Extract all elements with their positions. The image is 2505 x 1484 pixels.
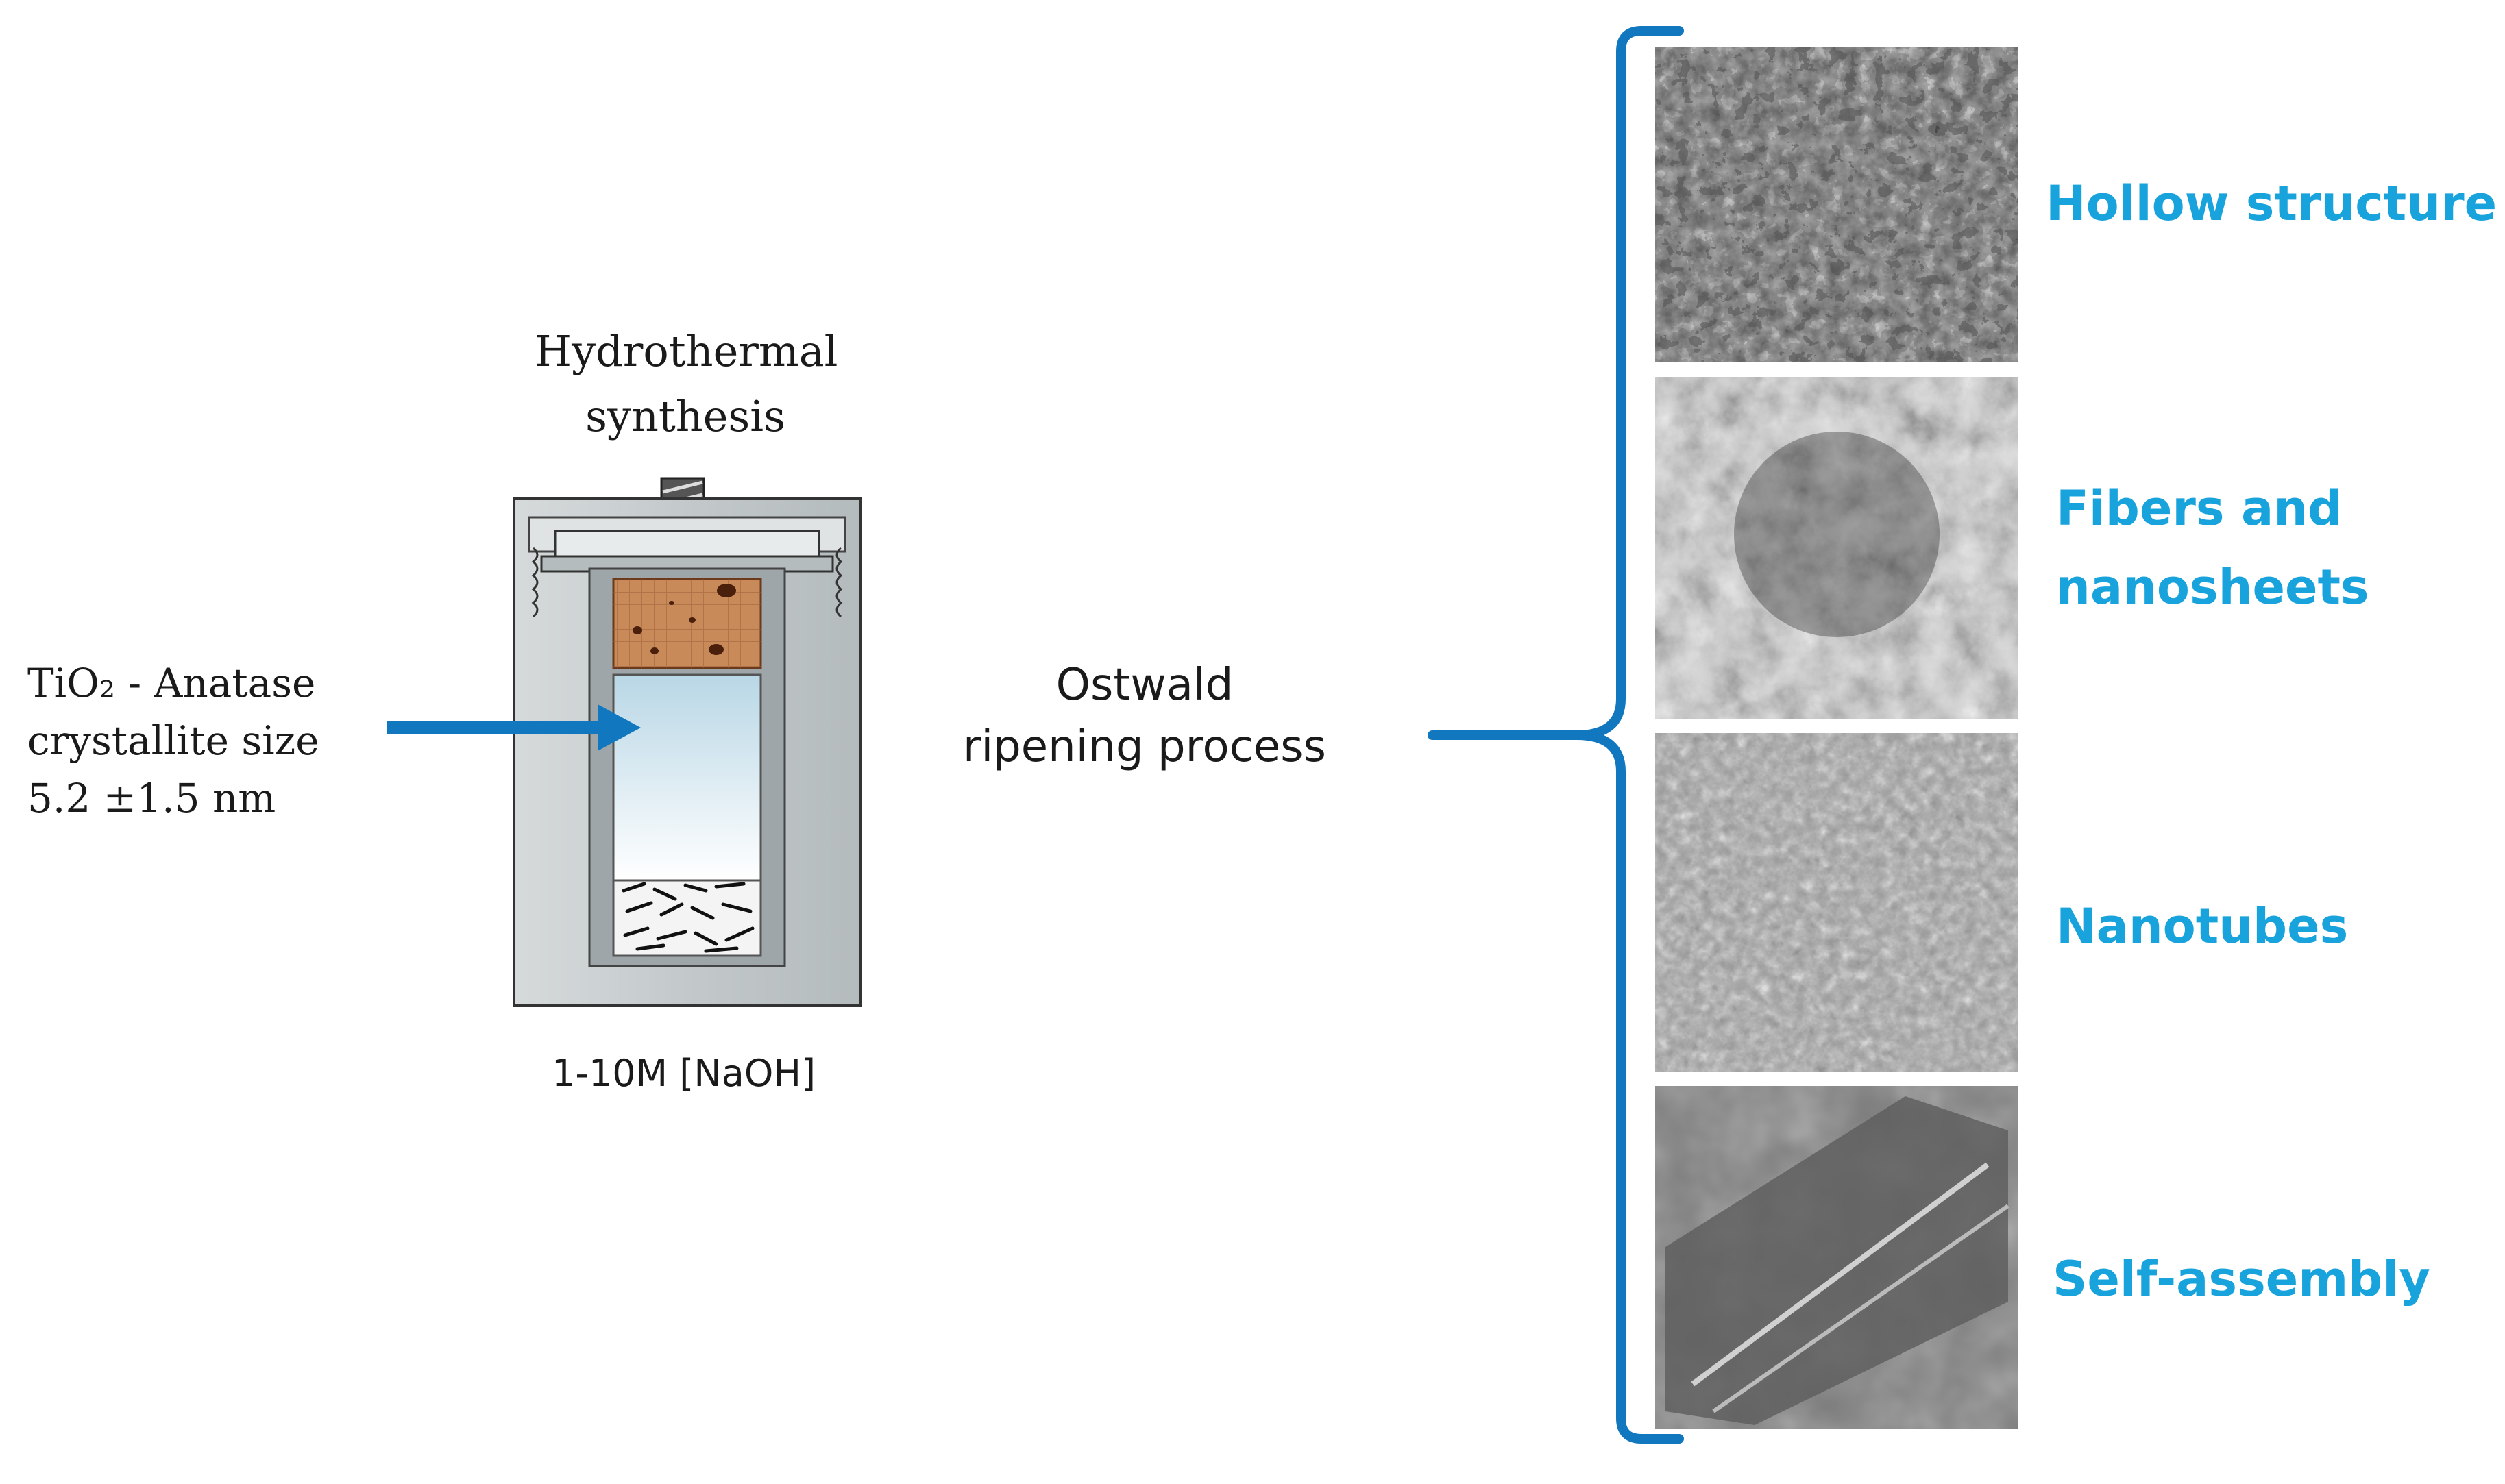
grouping-brace (1428, 26, 1684, 1444)
input-material-label: TiO₂ - Anatase crystallite size 5.2 ±1.5… (27, 654, 319, 827)
morphology-label-fibers-line1: Fibers and (2056, 480, 2343, 536)
micrograph-self-assembly (1655, 1086, 2018, 1429)
morphology-label-hollow: Hollow structure (2046, 175, 2497, 232)
input-line2: crystallite size (27, 717, 319, 764)
micrograph-fibers-nanosheets (1655, 377, 2018, 719)
micrograph-nanotubes (1655, 733, 2018, 1072)
morphology-label-nanotubes: Nanotubes (2056, 898, 2349, 954)
input-line3: 5.2 ±1.5 nm (27, 775, 276, 821)
morphology-label-fibers-line2: nanosheets (2056, 559, 2369, 615)
morphology-label-fibers: Fibers and nanosheets (2056, 469, 2502, 627)
process-line2: ripening process (963, 721, 1326, 772)
autoclave-vessel (513, 477, 862, 1007)
morphology-label-self-assembly: Self-assembly (2053, 1251, 2430, 1307)
reactor-title-line2: synthesis (585, 391, 785, 441)
reactor-title-line1: Hydrothermal (535, 326, 838, 376)
naoh-concentration-label: 1-10M [NaOH] (552, 1052, 816, 1095)
process-label: Ostwald ripening process (946, 654, 1343, 778)
input-line1: TiO₂ - Anatase (27, 660, 316, 706)
process-line1: Ostwald (1055, 660, 1234, 710)
micrograph-hollow-structure (1655, 47, 2018, 362)
input-arrow (387, 704, 641, 751)
reactor-title: Hydrothermal synthesis (535, 319, 838, 449)
